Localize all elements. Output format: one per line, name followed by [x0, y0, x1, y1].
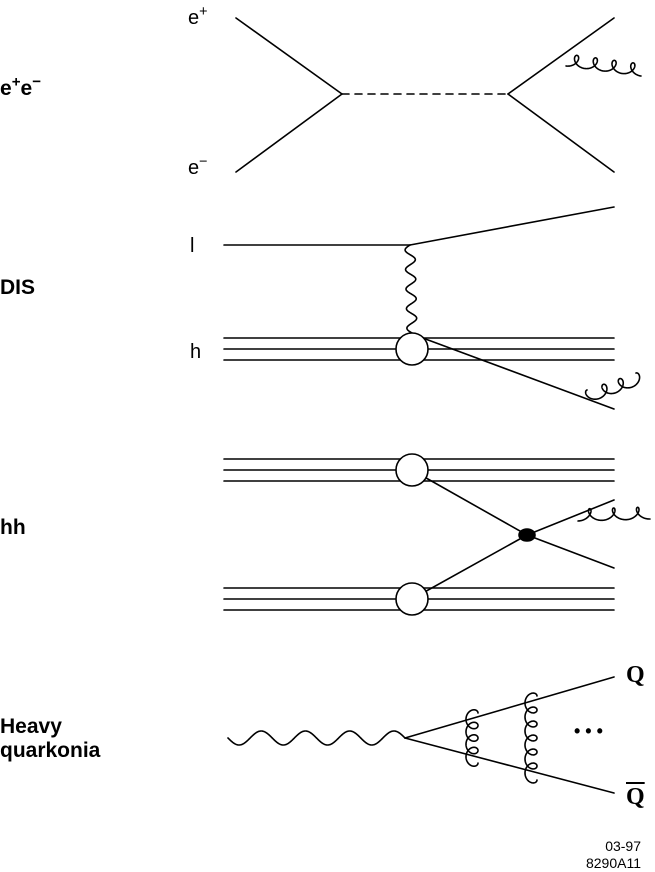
row-label-heavy-quarkonia: Heavy quarkonia: [0, 715, 100, 763]
heavy-outgoing-quark: [404, 676, 615, 739]
row-label-dis: DIS: [0, 276, 36, 299]
hh-hard-vertex: [518, 528, 536, 542]
row-label-heavy-line1: Heavy: [0, 715, 62, 738]
hh-outgoing-upper: [526, 499, 615, 536]
ee-outgoing-antiquark: [507, 93, 615, 173]
ee-incoming-positron: [235, 17, 343, 95]
row-label-hh: hh: [0, 516, 26, 539]
heavy-incoming-photon: [227, 730, 406, 746]
dis-diagram: [223, 206, 641, 410]
hh-lower-hadron-blob: [395, 582, 429, 616]
dis-outgoing-lepton: [409, 206, 615, 246]
ee-radiated-gluon: [565, 54, 642, 77]
heavy-outgoing-antiquark: [404, 737, 615, 794]
antiquark-label: Q: [626, 784, 645, 810]
particle-label-e-plus: e+: [188, 4, 208, 29]
row-label-heavy-line2: quarkonia: [0, 739, 101, 763]
dis-exchanged-photon: [404, 244, 418, 334]
heavy-quarkonia-diagram: [227, 676, 615, 794]
hh-outgoing-lower: [526, 534, 615, 569]
ee-incoming-electron: [235, 93, 343, 173]
heavy-exchanged-gluon-2: [524, 692, 538, 784]
hh-diagram: [223, 453, 651, 616]
ee-outgoing-quark: [507, 17, 615, 95]
heavy-exchanged-gluon-1: [465, 708, 479, 768]
ee-diagram: [235, 17, 642, 173]
dis-hadron-blob: [395, 332, 429, 366]
hh-upper-hadron-blob: [395, 453, 429, 487]
figure-code-line1: 03-97: [605, 838, 641, 854]
quark-label: Q: [626, 662, 645, 688]
figure-code-line2: 8290A11: [585, 854, 641, 871]
particle-label-lepton: l: [190, 235, 195, 257]
hh-radiated-gluon: [577, 506, 651, 522]
hh-parton-lower: [411, 534, 528, 600]
particle-label-hadron: h: [190, 341, 202, 363]
hh-parton-upper: [411, 469, 528, 536]
dis-struck-quark: [411, 333, 615, 410]
row-label-ee: e+e−: [0, 73, 42, 100]
figure-code: 03-97 8290A11: [586, 838, 641, 872]
dis-radiated-gluon: [584, 372, 641, 400]
ellipsis-dots: • • •: [574, 721, 603, 741]
particle-label-e-minus: e−: [188, 154, 208, 179]
